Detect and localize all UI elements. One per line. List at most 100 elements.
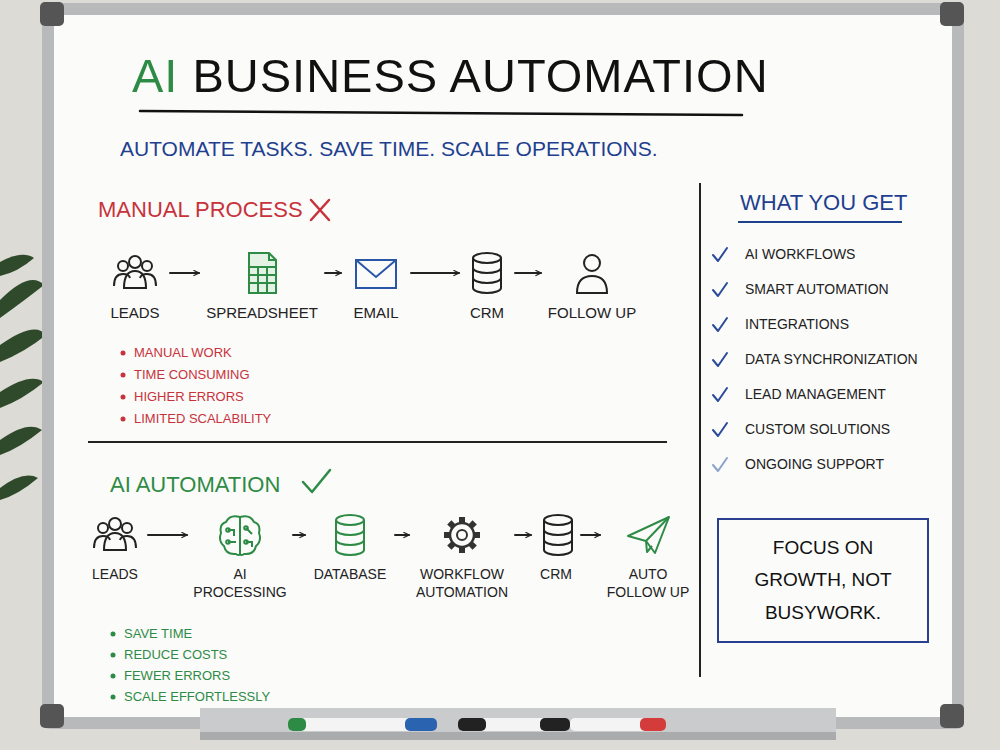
icon-stroke — [444, 517, 480, 553]
check-mark — [713, 318, 727, 331]
node-label: FOLLOW UP — [544, 304, 640, 323]
title: AI BUSINESS AUTOMATION — [132, 48, 769, 104]
flow-arrow — [148, 534, 187, 536]
icon-stroke — [114, 256, 156, 288]
leaf — [0, 280, 44, 318]
leaf — [0, 427, 42, 455]
node-label: DATABASE — [308, 566, 392, 584]
bullet-dot — [121, 417, 126, 422]
flow-arrow — [293, 534, 305, 536]
step-icon — [624, 512, 672, 558]
icon-stroke — [336, 530, 364, 535]
flow-arrow — [170, 272, 199, 274]
leaf — [0, 379, 44, 408]
bullet-dot — [121, 395, 126, 400]
icon-stroke — [244, 540, 248, 544]
step-icon — [216, 512, 264, 558]
heading-underline — [738, 221, 902, 223]
marker-tray-edge — [200, 732, 836, 740]
icon-stroke — [244, 526, 248, 530]
icon-stroke — [544, 515, 572, 555]
flow-arrow — [581, 534, 600, 536]
icon-stroke — [98, 523, 108, 533]
icon-stroke — [249, 253, 276, 293]
icon-stroke — [226, 528, 230, 532]
feature-item: DATA SYNCHRONIZATION — [745, 351, 918, 368]
check-mark — [713, 283, 727, 296]
column-heading: WHAT YOU GET — [740, 190, 907, 216]
icon-stroke — [336, 515, 364, 555]
icon-stroke — [544, 530, 572, 535]
bullet-dot — [111, 632, 116, 637]
icon-stroke — [109, 518, 121, 530]
leaf — [0, 476, 38, 500]
feature-item: SMART AUTOMATION — [745, 281, 889, 298]
check-mark — [713, 388, 727, 401]
cross-mark — [311, 200, 329, 220]
step-icon — [352, 250, 400, 296]
icon-stroke — [226, 540, 230, 544]
section-heading: MANUAL PROCESS — [98, 197, 303, 223]
icon-stroke — [104, 533, 126, 550]
node-label: CRM — [462, 304, 512, 323]
icon-stroke — [356, 260, 396, 288]
process-step: LEADS — [85, 512, 145, 584]
node-label: LEADS — [85, 566, 145, 584]
check-mark — [303, 470, 330, 492]
bullet-text: TIME CONSUMING — [134, 367, 250, 383]
frame-corner — [940, 704, 964, 728]
node-label: EMAIL — [344, 304, 408, 323]
icon-stroke — [577, 255, 607, 293]
icon-stroke — [450, 523, 474, 547]
marker — [570, 718, 666, 731]
icon-stroke — [544, 515, 572, 525]
icon-stroke — [646, 517, 669, 541]
icon-stroke — [336, 540, 364, 545]
leaf — [0, 329, 46, 362]
bullet-text: HIGHER ERRORS — [134, 389, 244, 405]
section-heading: AI AUTOMATION — [110, 472, 280, 498]
icon-stroke — [544, 520, 572, 555]
node-label: LEADS — [103, 304, 167, 323]
icon-stroke — [336, 520, 364, 555]
feature-item: AI WORKFLOWS — [745, 246, 855, 263]
icon-stroke — [239, 517, 241, 554]
bullet-text: SCALE EFFORTLESSLY — [124, 689, 270, 705]
marker — [458, 718, 570, 731]
icon-stroke — [269, 253, 276, 260]
feature-item: INTEGRATIONS — [745, 316, 849, 333]
marker-cap — [405, 718, 437, 731]
node-label: WORKFLOW AUTOMATION — [412, 566, 512, 601]
node-label: AI PROCESSING — [190, 566, 290, 601]
process-step: SPREADSHEET — [202, 250, 322, 323]
feature-item: ONGOING SUPPORT — [745, 456, 884, 473]
icon-stroke — [249, 267, 276, 293]
process-step: FOLLOW UP — [544, 250, 640, 323]
process-step: CRM — [534, 512, 578, 584]
icon-stroke — [473, 268, 501, 273]
process-step: CRM — [462, 250, 512, 323]
icon-stroke — [628, 517, 669, 553]
flow-arrow — [325, 272, 341, 274]
icon-stroke — [94, 518, 136, 550]
node-label: SPREADSHEET — [202, 304, 322, 323]
bullet-dot — [121, 373, 126, 378]
step-icon — [326, 512, 374, 558]
flow-arrow — [515, 272, 541, 274]
bullet-text: LIMITED SCALABILITY — [134, 411, 271, 427]
node-label: AUTO FOLLOW UP — [603, 566, 693, 601]
frame-corner — [40, 2, 64, 26]
icon-stroke — [473, 258, 501, 293]
check-mark — [713, 458, 727, 471]
icon-stroke — [473, 253, 501, 263]
subtitle: AUTOMATE TASKS. SAVE TIME. SCALE OPERATI… — [120, 136, 658, 161]
icon-stroke — [220, 516, 260, 555]
marker-cap — [288, 718, 306, 731]
bullet-dots — [111, 632, 116, 700]
marker-cap — [458, 718, 486, 731]
icon-stroke — [336, 515, 364, 525]
check-mark — [713, 353, 727, 366]
node-label: CRM — [534, 566, 578, 584]
